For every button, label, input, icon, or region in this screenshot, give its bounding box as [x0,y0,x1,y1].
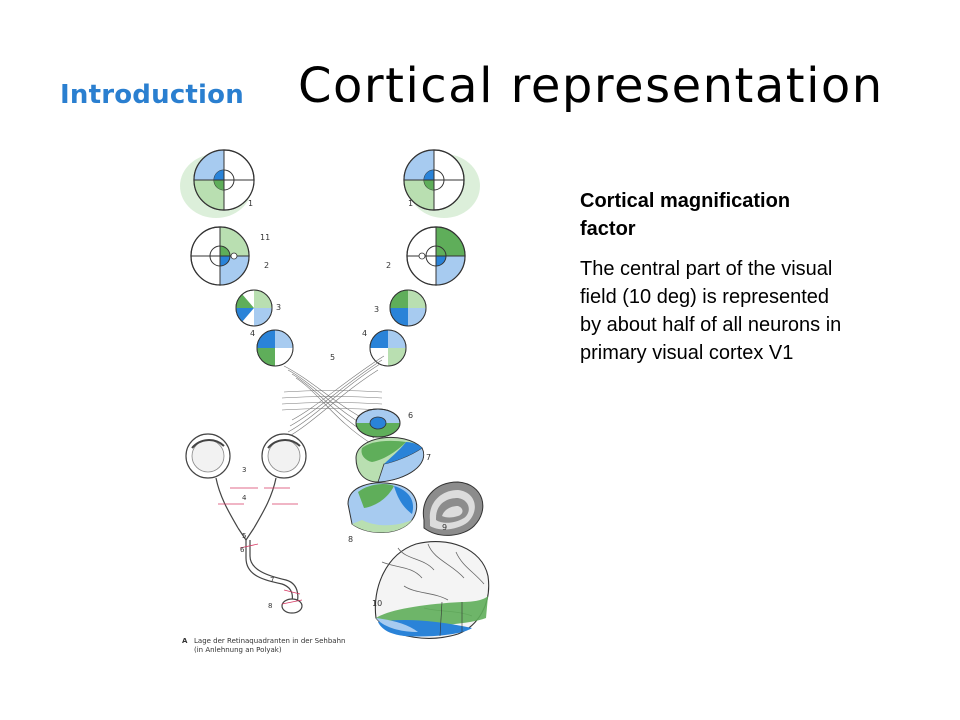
figure-caption-letter: A [182,637,188,645]
retina-left: 11 2 [190,226,270,286]
figure-caption-line-2: (in Anlehnung an Polyak) [194,646,282,654]
figure-caption-line-1: Lage der Retinaquadranten in der Sehbahn [194,637,345,645]
figure-label: 6 [240,546,245,554]
visual-field-left: 1 [180,149,255,218]
optic-nerve-section-right: 3 [374,289,427,327]
visual-pathway-diagram: 1 11 2 [180,149,490,654]
figure-label: 10 [372,599,382,608]
brain-hemisphere: 10 [372,541,490,639]
optic-tract-section-left: 4 [250,329,294,367]
retina-right: 2 [386,226,466,286]
figure-label: 7 [270,576,274,584]
pathway-schematic [185,433,307,614]
figure-label: 9 [442,523,447,532]
figure-label: 1 [408,199,413,208]
content-heading: Cortical magnification factor [580,190,791,240]
figure-label: 5 [330,353,335,362]
content-body: The central part of the visual field (10… [580,258,842,364]
lgn-section: 6 [355,408,413,438]
figure-label: 4 [242,494,247,502]
optic-nerve-section-left: 3 [235,289,281,327]
optic-radiation-section: 7 [355,436,431,483]
figure-label: 3 [276,303,281,312]
figure-label: 3 [242,466,246,474]
figure-label: 1 [248,199,253,208]
figure-label: 6 [408,411,413,420]
figure-label: 4 [362,329,367,338]
slide-title: Cortical representation [298,58,884,114]
optic-tract-section-right: 4 [362,329,407,367]
visual-pathway-figure: 1 11 2 [172,148,494,658]
section-label: Introduction [60,80,244,110]
cortex-section: 8 [347,482,417,544]
figure-label: 11 [260,233,270,242]
cortex-layers-grey: 9 [422,481,484,536]
figure-label: 4 [250,329,255,338]
figure-label: 7 [426,453,431,462]
visual-field-right: 1 [403,149,480,218]
figure-label: 2 [386,261,391,270]
figure-label: 5 [242,532,246,540]
figure-label: 8 [348,535,353,544]
figure-label: 2 [264,261,269,270]
figure-label: 3 [374,305,379,314]
explanation-text-block: Cortical magnification factor The centra… [580,187,870,367]
figure-label: 8 [268,602,272,610]
